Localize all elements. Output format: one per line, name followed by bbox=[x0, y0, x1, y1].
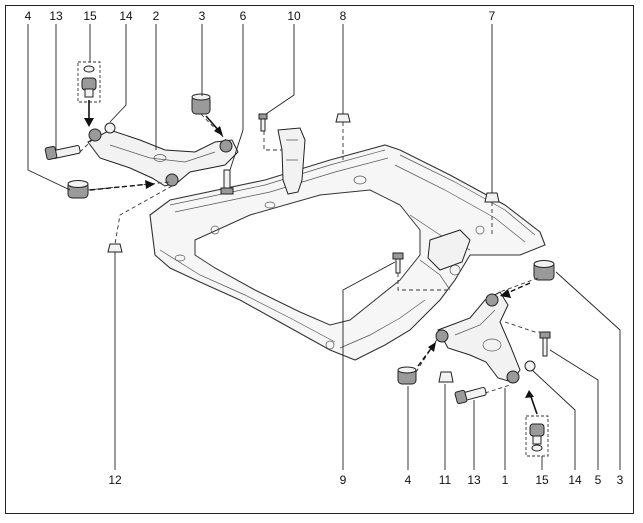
nut-7 bbox=[484, 192, 500, 203]
subframe bbox=[149, 127, 546, 361]
arrows bbox=[84, 100, 538, 415]
diagram-border bbox=[5, 5, 634, 514]
bushing-right-3 bbox=[533, 260, 555, 281]
callout-14-top: 14 bbox=[119, 9, 133, 23]
callout-4-top: 4 bbox=[25, 9, 32, 23]
bolt-vertical-6 bbox=[220, 169, 234, 195]
bushing-right-4 bbox=[397, 366, 417, 385]
nut-8 bbox=[335, 113, 351, 123]
callout-6: 6 bbox=[240, 9, 247, 23]
callout-3-top: 3 bbox=[199, 9, 206, 23]
nut-12 bbox=[107, 243, 123, 253]
lower-arm-left bbox=[87, 128, 239, 187]
bushing-lower-left bbox=[67, 180, 89, 199]
callout-7: 7 bbox=[489, 9, 496, 23]
bolt-vertical-5 bbox=[539, 331, 551, 357]
callout-3-right: 3 bbox=[617, 473, 624, 487]
ball-joint-right bbox=[525, 415, 549, 457]
ball-joint-left bbox=[77, 61, 101, 103]
bushing-upper bbox=[191, 93, 211, 115]
callout-2: 2 bbox=[153, 9, 160, 23]
washer-left bbox=[104, 122, 116, 134]
lower-arm-right bbox=[435, 291, 521, 384]
callout-9: 9 bbox=[340, 473, 347, 487]
callout-1: 1 bbox=[502, 473, 509, 487]
callout-5: 5 bbox=[595, 473, 602, 487]
callout-8: 8 bbox=[340, 9, 347, 23]
bolt-vertical-10 bbox=[258, 113, 268, 132]
callout-10: 10 bbox=[287, 9, 301, 23]
callout-4-bottom: 4 bbox=[405, 473, 412, 487]
callout-15-top: 15 bbox=[83, 9, 97, 23]
callout-labels: 4 13 15 14 2 3 6 10 8 7 12 9 4 11 13 1 1… bbox=[25, 9, 624, 487]
callout-12: 12 bbox=[108, 473, 122, 487]
callout-11: 11 bbox=[439, 473, 452, 487]
callout-13-bottom: 13 bbox=[467, 473, 481, 487]
callout-15-bottom: 15 bbox=[535, 473, 549, 487]
assembly-lines bbox=[79, 113, 545, 394]
nut-11 bbox=[438, 371, 454, 383]
leader-lines bbox=[27, 24, 621, 470]
callout-13-top: 13 bbox=[49, 9, 63, 23]
callout-14-bottom: 14 bbox=[568, 473, 582, 487]
washer-right bbox=[524, 360, 536, 372]
bolt-right-arm bbox=[454, 386, 487, 405]
bolt-left-arm bbox=[44, 145, 81, 161]
